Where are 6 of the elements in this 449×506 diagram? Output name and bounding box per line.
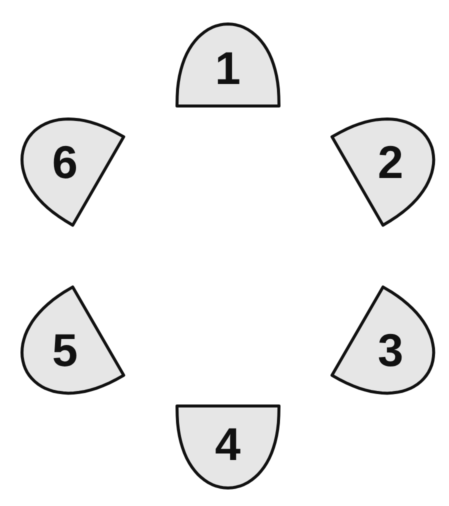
number-label: 1: [215, 45, 241, 91]
number-label: 5: [52, 326, 78, 373]
number-label: 6: [52, 138, 78, 185]
number-label: 4: [215, 421, 241, 467]
number-label: 3: [378, 326, 404, 373]
number-label: 2: [378, 138, 404, 185]
